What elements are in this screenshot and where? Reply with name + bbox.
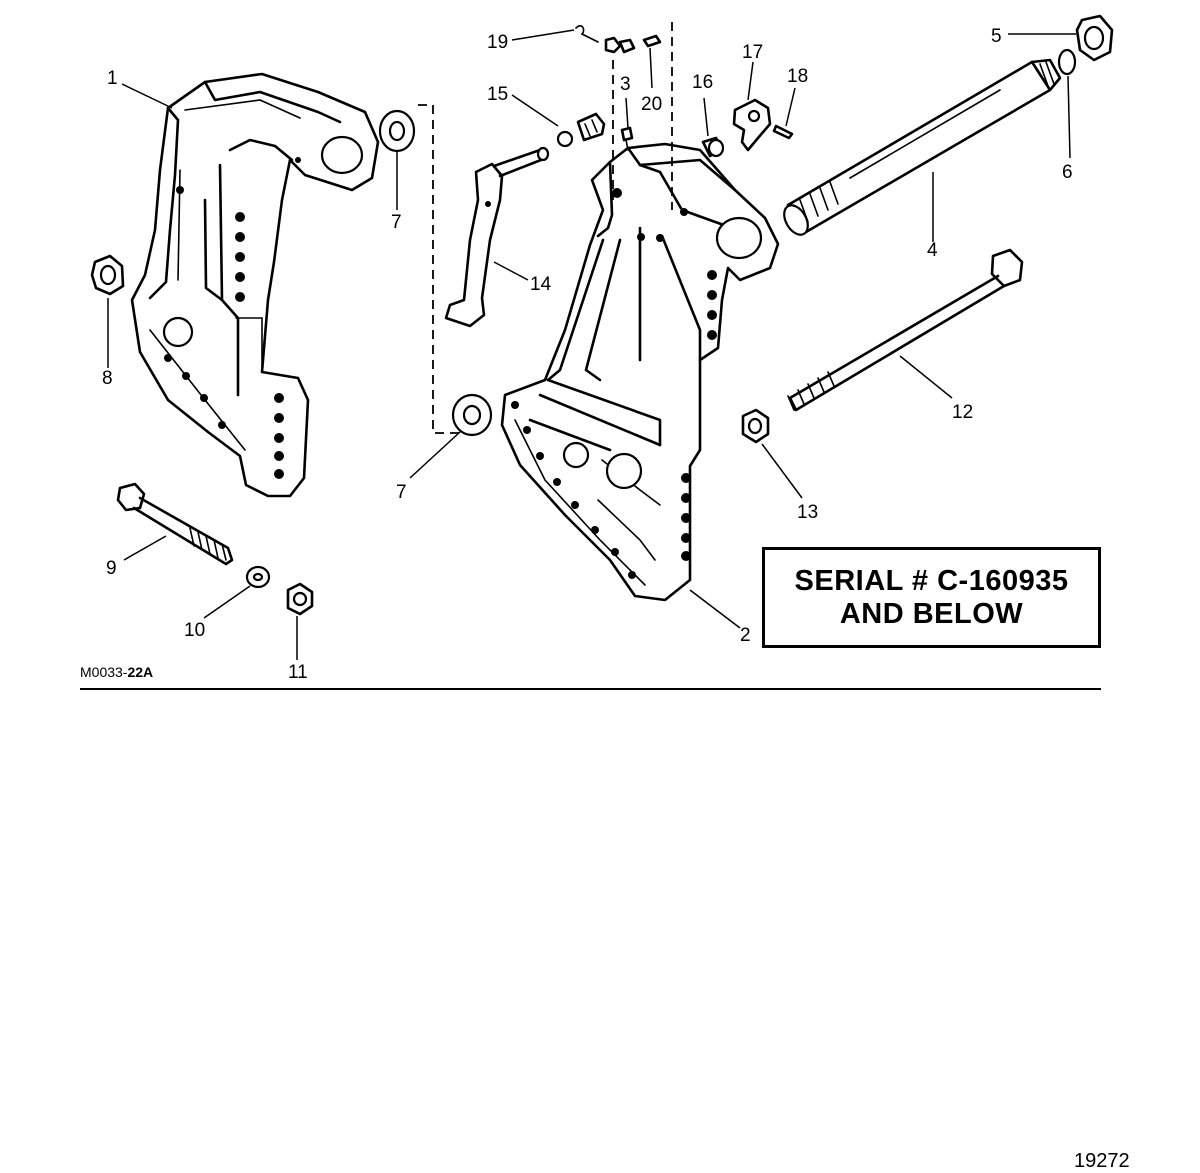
serial-number-box: SERIAL # C-160935 AND BELOW — [762, 547, 1101, 648]
tilt-cam — [732, 98, 772, 152]
callout-6: 6 — [1062, 162, 1073, 183]
callout-18: 18 — [787, 66, 808, 87]
callout-5: 5 — [991, 26, 1002, 47]
spring-clip — [575, 25, 636, 54]
callout-4: 4 — [927, 240, 938, 261]
callout-12: 12 — [952, 402, 973, 423]
bracket-2-holes — [511, 188, 717, 579]
tilt-tube-nut — [1075, 14, 1114, 62]
bracket-1-holes — [164, 157, 301, 479]
serial-range-line: AND BELOW — [839, 597, 1024, 630]
callout-15: 15 — [487, 84, 508, 105]
flat-washer-upper — [378, 109, 416, 153]
callout-7-lower: 7 — [396, 482, 407, 503]
grease-fitting — [620, 126, 634, 151]
washer-left — [245, 565, 271, 589]
figure-number: 19272 — [1074, 1150, 1130, 1172]
tube-washer — [1057, 48, 1077, 76]
callout-1: 1 — [107, 68, 118, 89]
callout-8: 8 — [102, 368, 113, 389]
callout-7-upper: 7 — [391, 212, 402, 233]
long-bolt — [787, 248, 1024, 412]
locknut-left — [90, 254, 125, 296]
flat-washer-lower — [451, 393, 493, 437]
callout-16: 16 — [692, 72, 713, 93]
divider-rule — [80, 688, 1101, 690]
clamp-bracket-left — [130, 72, 380, 498]
ref-code-prefix: M0033- — [80, 664, 128, 680]
tilt-tube — [783, 58, 1062, 236]
callout-10: 10 — [184, 620, 205, 641]
ref-code-suffix: 22A — [127, 664, 154, 680]
roll-pin — [772, 124, 794, 140]
callout-9: 9 — [106, 558, 117, 579]
callout-2: 2 — [740, 625, 751, 646]
pin-20 — [642, 34, 662, 48]
sleeve — [701, 136, 725, 158]
tilt-lever — [444, 146, 550, 328]
callout-13: 13 — [797, 502, 818, 523]
drawing-reference-code: M0033-22A — [80, 664, 153, 680]
bolt-left — [116, 482, 234, 566]
nut-left — [286, 582, 314, 616]
callout-17: 17 — [742, 42, 763, 63]
callout-11: 11 — [288, 662, 308, 683]
callout-3: 3 — [620, 74, 631, 95]
lever-bushing — [556, 112, 606, 148]
alignment-line-left — [418, 104, 460, 434]
leader-lines — [107, 29, 1076, 660]
serial-number-line: SERIAL # C-160935 — [794, 564, 1069, 597]
callout-14: 14 — [530, 274, 552, 295]
callout-labels: 1 2 3 4 5 6 7 7 8 9 10 11 12 13 14 15 16… — [102, 26, 1073, 683]
nut-right — [741, 408, 770, 444]
callout-20: 20 — [641, 94, 662, 115]
clamp-bracket-right — [500, 142, 780, 602]
callout-19: 19 — [487, 32, 508, 53]
